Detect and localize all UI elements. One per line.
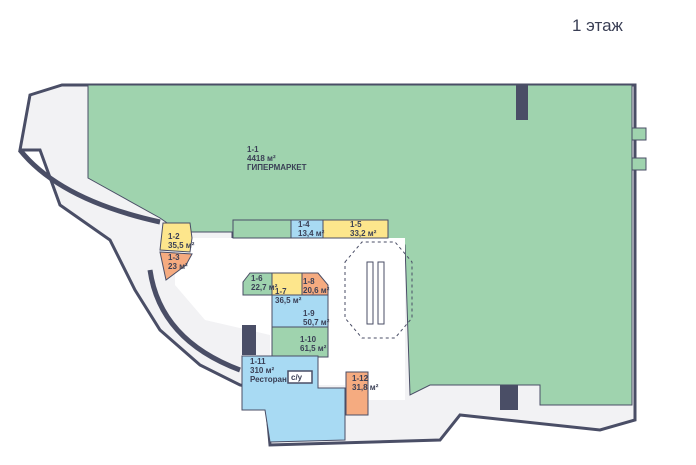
unit-id: 1-6 [251,274,263,283]
unit-1-1-hypermarket[interactable] [87,84,633,406]
unit-area: 61,5 м² [300,344,327,353]
unit-area: 4418 м² [247,154,276,163]
unit-1-6[interactable] [242,272,273,296]
unit-id: 1-1 [247,145,259,154]
unit-id: 1-7 [275,287,287,296]
unit-id: 1-8 [303,277,315,286]
unit-1-5[interactable] [322,219,389,239]
unit-1-1-label: 1-1 4418 м² ГИПЕРМАРКЕТ [247,145,306,172]
facade-curve [147,269,241,373]
unit-id: 1-4 [298,220,310,229]
wc-label: с/у [291,373,303,382]
unit-1-3[interactable] [159,251,193,281]
unit-name: ГИПЕРМАРКЕТ [247,163,307,172]
unit-id: 1-11 [250,357,266,366]
unit-id: 1-9 [303,309,315,318]
unit-area: 20,6 м² [303,286,330,295]
unit-1-11[interactable] [241,355,346,443]
unit-area: 23 м² [168,262,188,271]
unit-name: Ресторан [250,375,287,384]
stairs [242,325,256,355]
unit-area: 310 м² [250,366,275,375]
wc-box [287,370,313,384]
unit-id: 1-5 [350,220,362,229]
unit-id: 1-3 [168,253,180,262]
unit-1-9[interactable] [271,294,329,328]
unit-strip-green [232,219,292,239]
stairs [516,85,528,120]
floor-title: 1 этаж [572,16,623,35]
unit-area: 31,8 м² [352,383,379,392]
unit-id: 1-2 [168,232,180,241]
unit-area: 36,5 м² [275,296,302,305]
exit-box [631,157,647,171]
stairs [500,385,518,410]
unit-area: 35,5 м² [168,241,195,250]
facade-curve [18,148,161,225]
unit-1-2[interactable] [159,222,193,253]
unit-area: 33,2 м² [350,229,377,238]
escalator [377,261,385,325]
unit-1-12[interactable] [345,371,369,416]
unit-area: 22,7 м² [251,283,278,292]
unit-id: 1-10 [300,335,317,344]
unit-1-8[interactable] [301,272,329,296]
exit-box [631,127,647,141]
unit-area: 50,7 м² [303,318,330,327]
unit-id: 1-12 [352,374,369,383]
atrium-outline [344,241,413,339]
escalator [366,261,374,325]
unit-area: 13,4 м² [298,229,325,238]
